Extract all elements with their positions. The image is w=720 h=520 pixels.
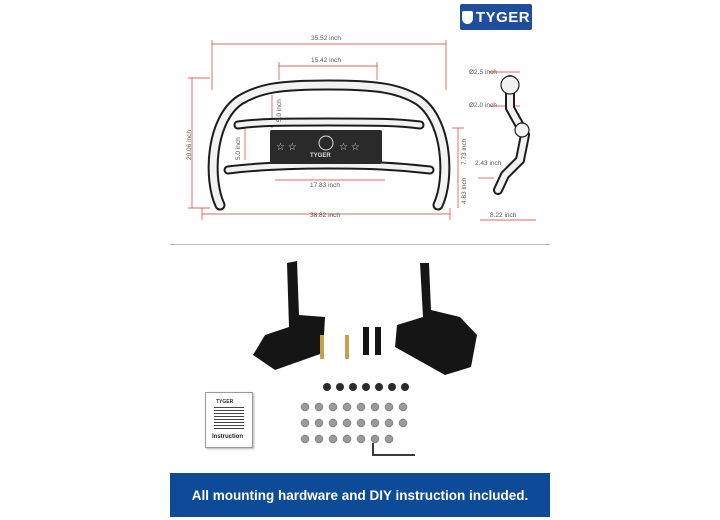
dim-lower-right: 4.83 inch xyxy=(461,177,468,204)
dim-bottom: 38.82 inch xyxy=(310,212,340,219)
brand-logo-text: TYGER xyxy=(475,8,531,26)
dim-outer-top: 35.52 inch xyxy=(311,35,341,42)
banner-text: All mounting hardware and DIY instructio… xyxy=(191,487,529,503)
shield-icon xyxy=(461,10,473,24)
plate-stars-right: ☆ ☆ xyxy=(339,142,360,153)
dim-side-depth: 8.22 inch xyxy=(490,212,517,219)
plate-emblem xyxy=(318,135,334,151)
plate-stars-left: ☆ ☆ xyxy=(276,142,297,153)
dim-right-height: 7.73 inch xyxy=(461,138,468,165)
center-plate xyxy=(270,130,382,164)
manual-logo: TYGER xyxy=(216,399,234,405)
dim-side-offset: 2.43 inch xyxy=(475,160,502,167)
plate-brand: TYGER xyxy=(310,153,331,159)
info-banner: All mounting hardware and DIY instructio… xyxy=(170,473,550,517)
mounting-brackets-image xyxy=(253,261,477,456)
right-bracket xyxy=(395,263,477,375)
left-bracket xyxy=(253,261,325,370)
dim-lower-gap: 5.0 inch xyxy=(235,137,242,160)
dim-tube-small: Ø2.0 inch xyxy=(469,102,497,109)
dim-plate-width: 17.83 inch xyxy=(310,182,340,189)
dim-upper-gap: 5.0 inch xyxy=(276,99,283,122)
section-divider xyxy=(170,244,550,245)
dim-inner-top: 15.42 inch xyxy=(311,57,341,64)
dim-left-height: 20.06 inch xyxy=(186,130,193,160)
front-view-drawing xyxy=(188,40,464,220)
dim-tube-large: Ø2.5 inch xyxy=(469,69,497,76)
side-view-drawing xyxy=(478,71,536,221)
allen-key xyxy=(372,443,415,456)
manual-title: Instruction xyxy=(212,434,243,440)
manual-text-lines xyxy=(214,407,244,431)
instruction-manual-image: TYGER Instruction xyxy=(205,392,253,448)
brand-logo: TYGER xyxy=(460,4,532,30)
